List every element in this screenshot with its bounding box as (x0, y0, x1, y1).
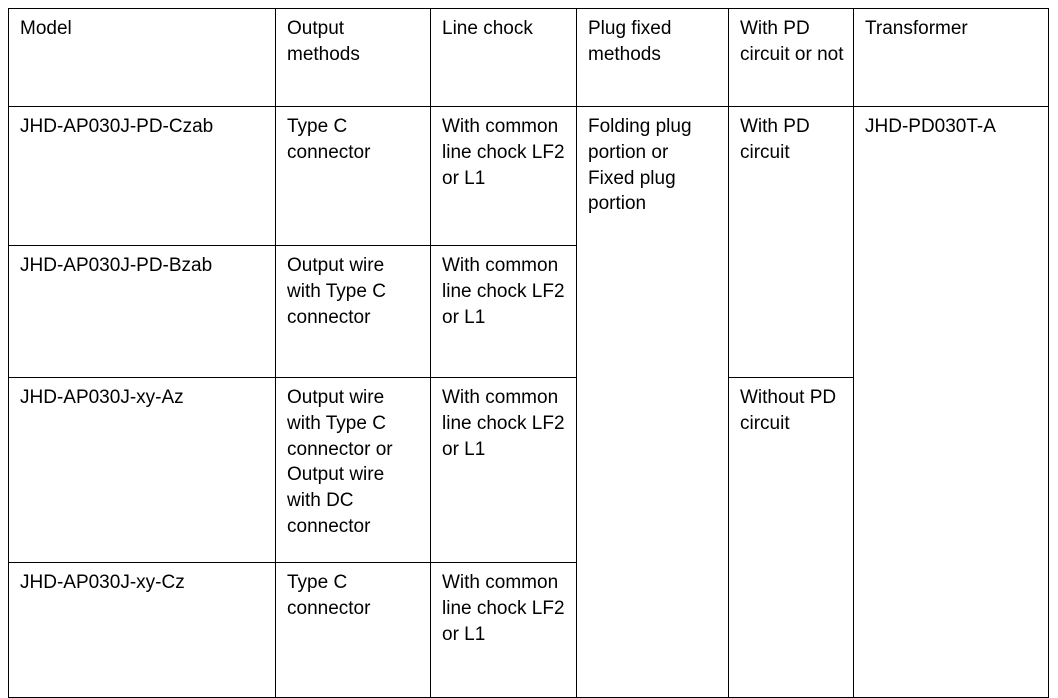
cell-chock: With common line chock LF2 or L1 (430, 106, 577, 246)
cell-chock: With common line chock LF2 or L1 (430, 245, 577, 378)
column-header-pd: With PD circuit or not (728, 8, 854, 107)
table-row: JHD-AP030J-PD-Bzab Output wire with Type… (8, 245, 1049, 378)
cell-chock: With common line chock LF2 or L1 (430, 377, 577, 563)
cell-pd: With PD circuit (728, 106, 854, 378)
table-header-row: Model Output methods Line chock Plug fix… (8, 8, 1049, 107)
cell-output: Output wire with Type C connector (275, 245, 431, 378)
cell-pd: Without PD circuit (728, 377, 854, 698)
cell-model: JHD-AP030J-xy-Az (8, 377, 276, 563)
model-specification-table: Model Output methods Line chock Plug fix… (8, 8, 1049, 698)
cell-chock: With common line chock LF2 or L1 (430, 562, 577, 698)
cell-model: JHD-AP030J-PD-Czab (8, 106, 276, 246)
column-header-plug: Plug fixed methods (576, 8, 729, 107)
cell-output: Type C connector (275, 106, 431, 246)
table-row: JHD-AP030J-xy-Az Output wire with Type C… (8, 377, 1049, 698)
table-row: JHD-AP030J-PD-Czab Type C connector With… (8, 106, 1049, 698)
column-header-transformer: Transformer (853, 8, 1049, 107)
column-header-chock: Line chock (430, 8, 577, 107)
spec-table-container: Model Output methods Line chock Plug fix… (8, 8, 1049, 698)
cell-transformer: JHD-PD030T-A (853, 106, 1049, 698)
cell-model: JHD-AP030J-xy-Cz (8, 562, 276, 698)
cell-output: Type C connector (275, 562, 431, 698)
cell-plug: Folding plug portion or Fixed plug porti… (576, 106, 729, 698)
cell-model: JHD-AP030J-PD-Bzab (8, 245, 276, 378)
cell-output: Output wire with Type C connector or Out… (275, 377, 431, 563)
column-header-model: Model (8, 8, 276, 107)
column-header-output: Output methods (275, 8, 431, 107)
